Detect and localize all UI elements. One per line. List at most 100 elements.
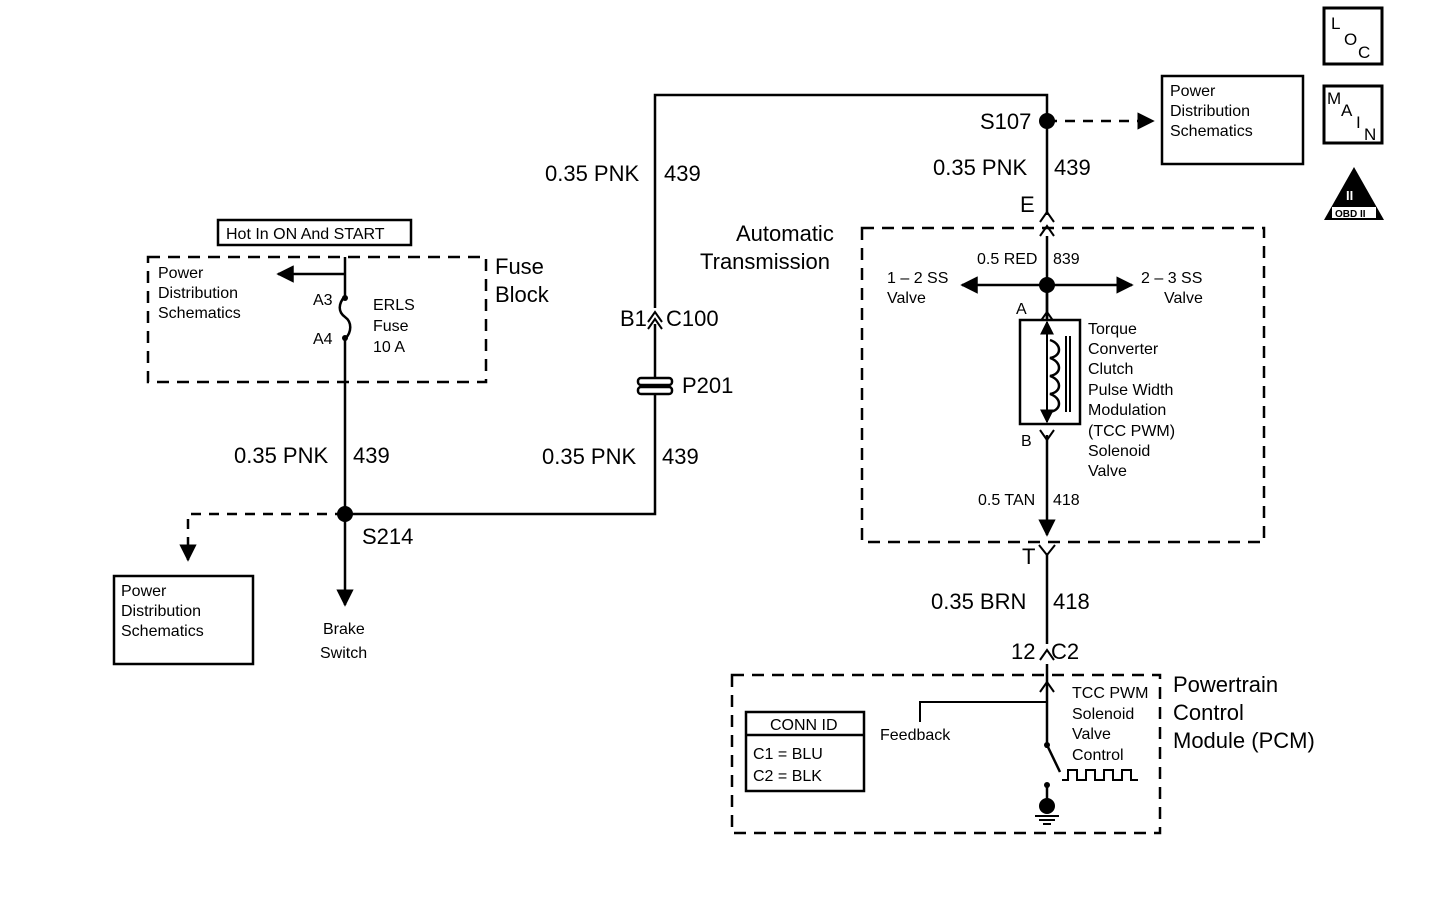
ss23-label-2: Valve [1164,290,1203,307]
wire1-circuit: 439 [664,161,701,186]
control-label-3: Valve [1072,726,1111,743]
right-pds-text-1: Power [1170,83,1216,100]
brake-switch-label-1: Brake [323,621,365,638]
fuse-symbol [338,295,352,340]
fuse-block-pds-3: Schematics [158,305,241,322]
conn-id-title: CONN ID [770,717,838,734]
pcm-box [730,673,1162,835]
solenoid-label-8: Valve [1088,463,1127,480]
main-icon-m: M [1327,89,1341,108]
fuse-block-box [146,255,488,384]
conn-id-row-2: C2 = BLK [753,768,822,785]
main-icon-a: A [1341,101,1353,120]
wire1-gauge: 0.35 PNK [545,161,639,186]
wire2-gauge: 0.35 PNK [234,443,328,468]
pcm-title-1: Powertrain [1173,672,1278,697]
c100-pin-label: B1 [620,306,647,331]
feedback-label: Feedback [880,727,951,744]
pcm-title-2: Control [1173,700,1244,725]
right-pds-text-3: Schematics [1170,123,1253,140]
right-pds-text-2: Distribution [1170,103,1250,120]
loc-icon[interactable] [1322,6,1384,66]
fuse-name-2: Fuse [373,318,409,335]
main-icon-i: I [1356,113,1361,132]
pcm-pin-label: 12 [1011,639,1035,664]
control-label-1: TCC PWM [1072,685,1148,702]
fuse-block-pds-2: Distribution [158,285,238,302]
fuse-block-title-1: Fuse [495,254,544,279]
ss12-label-2: Valve [887,290,926,307]
p201-connector [636,376,674,396]
transmission-title-2: Transmission [700,249,830,274]
wire3-gauge: 0.35 PNK [542,444,636,469]
feedback-line [919,701,1047,722]
loc-icon-l: L [1331,14,1340,33]
solenoid-pin-a: A [1016,301,1027,318]
wire5-circuit: 418 [1053,589,1090,614]
splice-s214-label: S214 [362,524,413,549]
wire4-gauge: 0.35 PNK [933,155,1027,180]
obd-icon-label: OBD II [1335,209,1366,220]
tcc-solenoid-symbol [1018,318,1082,426]
fuse-name-3: 10 A [373,339,405,356]
fuse-block-title-2: Block [495,282,550,307]
solenoid-label-7: Solenoid [1088,443,1150,460]
solenoid-label-5: Modulation [1088,402,1166,419]
solenoid-label-1: Torque [1088,321,1137,338]
conn-id-row-1: C1 = BLU [753,746,823,763]
solenoid-label-2: Converter [1088,341,1159,358]
trans-in-pin: E [1020,192,1035,217]
obd-ii-icon[interactable] [1324,167,1384,220]
connector-chevrons [647,210,1056,693]
ground-icon [1035,798,1059,825]
tan-wire-circuit: 418 [1053,492,1080,509]
control-switch [1045,744,1062,773]
wire3-circuit: 439 [662,444,699,469]
loc-icon-c: C [1358,43,1370,62]
hot-in-label-box [216,218,413,247]
solenoid-pin-b: B [1021,433,1032,450]
obd-icon-numeral: II [1346,188,1353,203]
pwm-waveform-icon [1062,769,1138,781]
solenoid-label-3: Clutch [1088,361,1133,378]
hot-in-label: Hot In ON And START [226,226,385,243]
transmission-title-1: Automatic [736,221,834,246]
p201-label: P201 [682,373,733,398]
ss12-label-1: 1 – 2 SS [887,270,948,287]
trans-out-pin: T [1022,544,1035,569]
solenoid-label-6: (TCC PWM) [1088,423,1175,440]
loc-icon-o: O [1344,30,1357,49]
ss23-label-1: 2 – 3 SS [1141,270,1202,287]
pcm-connector-label: C2 [1051,639,1079,664]
wire2-circuit: 439 [353,443,390,468]
brake-switch-label-2: Switch [320,645,367,662]
main-icon-n: N [1364,125,1376,144]
conn-id-table [744,710,866,793]
pin-a3: A3 [313,292,333,309]
solenoid-label-4: Pulse Width [1088,382,1173,399]
left-pds-box [112,574,255,666]
splice-s214-dot [337,506,353,522]
right-pds-box [1160,74,1305,166]
control-label-2: Solenoid [1072,706,1134,723]
c100-label: C100 [666,306,719,331]
red-wire-gauge: 0.5 RED [977,251,1037,268]
main-icon[interactable] [1322,84,1384,145]
left-pds-text-3: Schematics [121,623,204,640]
transmission-box [860,226,1266,544]
wire5-gauge: 0.35 BRN [931,589,1026,614]
red-wire-circuit: 839 [1053,251,1080,268]
splice-s107-label: S107 [980,109,1031,134]
splice-s107-dot [1039,113,1055,129]
tan-wire-gauge: 0.5 TAN [978,492,1035,509]
pcm-title-3: Module (PCM) [1173,728,1315,753]
dashed-link-left [179,512,345,562]
splice-red-dot [1039,277,1055,293]
left-pds-text-1: Power [121,583,167,600]
wire4-circuit: 439 [1054,155,1091,180]
fuse-name-1: ERLS [373,297,415,314]
fuse-block-pds-1: Power [158,265,204,282]
control-label-4: Control [1072,747,1124,764]
pin-a4: A4 [313,331,333,348]
